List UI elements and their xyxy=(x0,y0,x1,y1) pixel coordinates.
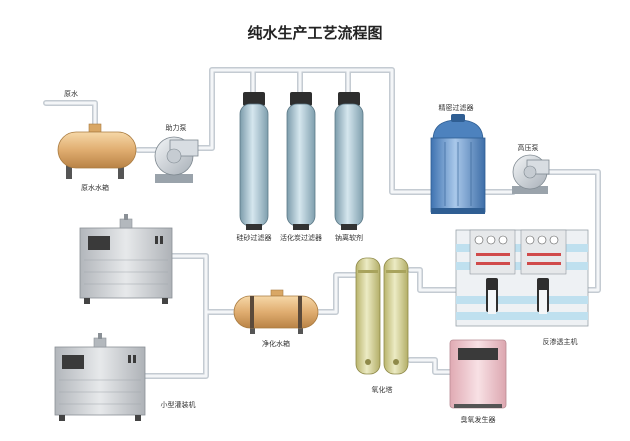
booster-pump-label: 助力泵 xyxy=(166,123,187,132)
oxidation-tower-label: 氧化塔 xyxy=(372,385,393,394)
filling-machine-bottom xyxy=(54,333,146,421)
small-filling-machine-label: 小型灌装机 xyxy=(161,400,196,409)
carbon-filter-label: 活化炭过滤器 xyxy=(280,233,322,242)
raw-water-tank-label: 原水水箱 xyxy=(81,183,109,192)
softener-label: 钠离软剂 xyxy=(335,233,363,242)
diagram-title: 纯水生产工艺流程图 xyxy=(247,24,382,42)
raw-water-tank xyxy=(57,123,137,179)
raw-water-label: 原水 xyxy=(64,89,78,98)
ozone-generator xyxy=(449,339,507,409)
ro-host-label: 反渗透主机 xyxy=(543,337,578,346)
oxidation-tower xyxy=(355,257,409,375)
purified-water-tank xyxy=(233,289,319,334)
high-pressure-pump-label: 高压泵 xyxy=(518,143,539,152)
booster-pump xyxy=(154,136,199,183)
high-pressure-pump xyxy=(512,154,550,194)
filling-machine-top xyxy=(79,214,173,304)
pipe-network xyxy=(43,67,601,379)
quartz-filter-label: 硅砂过滤器 xyxy=(237,233,272,242)
carbon-filter xyxy=(286,92,316,230)
quartz-filter xyxy=(239,92,269,230)
ro-host xyxy=(455,229,589,327)
precision-filter-label: 精密过滤器 xyxy=(439,103,474,112)
purified-water-tank-label: 净化水箱 xyxy=(262,339,290,348)
ozone-generator-label: 臭氧发生器 xyxy=(461,415,496,424)
softener xyxy=(334,92,364,230)
precision-filter xyxy=(430,114,486,214)
